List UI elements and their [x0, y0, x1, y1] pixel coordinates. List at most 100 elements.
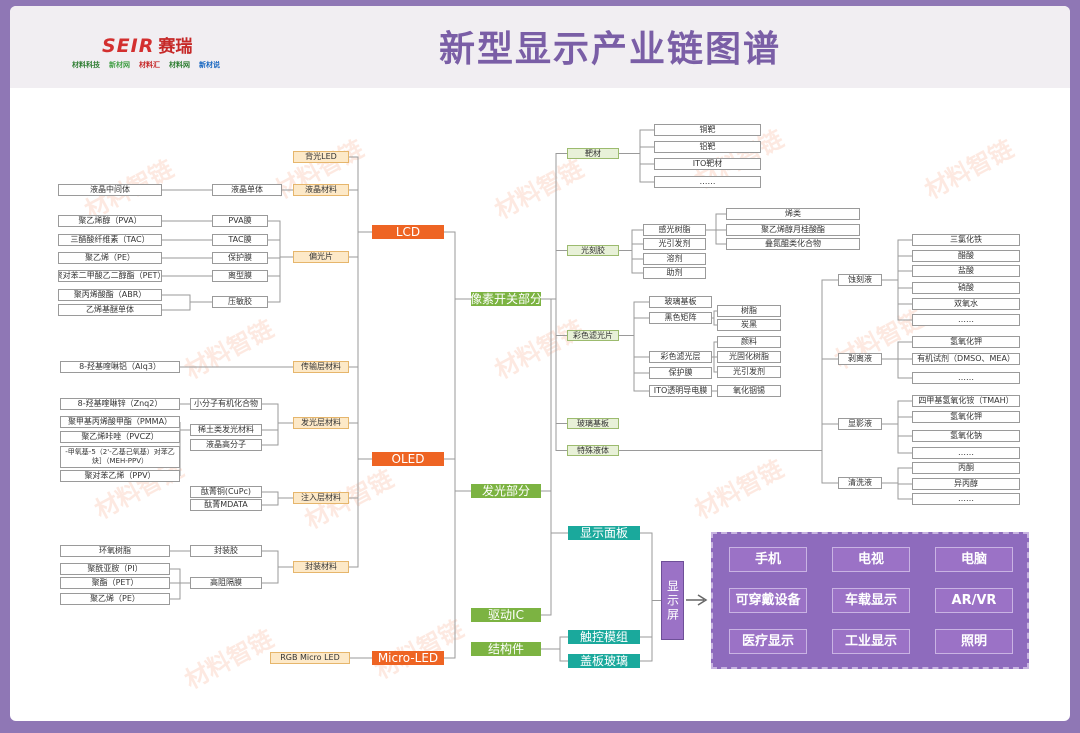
node-rj: 溶剂 — [643, 253, 706, 265]
node-qyhj1: 氢氧化钾 — [912, 336, 1020, 348]
node-mehppv: -甲氧基-5（2'-乙基己氧基）对苯乙炔］（MEH-PPV） — [60, 446, 180, 468]
header-bar — [10, 6, 1070, 88]
node-lb: 铝靶 — [654, 141, 761, 153]
node-tb: 铜靶 — [654, 124, 761, 136]
connector-99 — [541, 636, 568, 650]
node-yxjm: 乙烯基醚单体 — [58, 304, 162, 316]
node-lcd: LCD — [372, 225, 444, 239]
node-bhm2: 保护膜 — [649, 367, 712, 379]
connector-37 — [262, 566, 293, 584]
connector-18 — [179, 422, 190, 431]
page-title: 新型显示产业链图谱 — [438, 29, 781, 70]
node-yjsj: 有机试剂（DMSO、MEA） — [912, 353, 1020, 365]
node-xsmb: 显示面板 — [568, 526, 640, 540]
node-abr: 聚丙烯酸酯（ABR） — [58, 289, 162, 301]
connector-46 — [471, 298, 619, 424]
node-pvcz: 聚乙烯咔唑（PVCZ） — [60, 431, 180, 443]
node-tmah: 四甲基氢氧化铵（TMAH） — [912, 395, 1020, 407]
node-cslgp: 彩色滤光片 — [567, 330, 619, 341]
brand-logo-text: SEIR — [102, 35, 155, 57]
connector-57 — [619, 153, 654, 183]
connector-15 — [349, 231, 372, 258]
connector-33 — [170, 568, 190, 584]
node-gzgm: 高阻隔膜 — [190, 577, 262, 589]
node-bt: 丙酮 — [912, 462, 1020, 474]
node-fzj: 封装胶 — [190, 545, 262, 557]
connector-21 — [179, 429, 190, 476]
connector-84 — [882, 279, 912, 305]
node-ddl: 叠氮醌类化合物 — [726, 238, 860, 250]
node-pva_m: PVA膜 — [212, 215, 268, 227]
connector-58 — [619, 229, 643, 251]
connector-93 — [882, 467, 912, 484]
node-skj: 蚀刻液 — [838, 274, 882, 286]
connector-9 — [268, 239, 293, 258]
connector-96 — [541, 298, 568, 534]
node-yhxx: 氧化铟锡 — [717, 385, 781, 397]
connector-27 — [349, 366, 372, 460]
connector-25 — [262, 491, 293, 499]
node-qxy_more: …… — [912, 493, 1020, 505]
connector-7 — [162, 301, 212, 311]
connector-55 — [619, 146, 654, 154]
node-tsyt: 特殊液体 — [567, 445, 619, 456]
node-ppv: 聚对苯乙烯（PPV） — [60, 470, 180, 482]
connector-39 — [444, 231, 471, 492]
node-tac_m: TAC膜 — [212, 234, 268, 246]
connector-22 — [262, 403, 293, 424]
connector-102 — [640, 600, 661, 638]
node-pet2: 聚酯（PET） — [60, 577, 170, 589]
node-xfz: 小分子有机化合物 — [190, 398, 262, 410]
node-blj: 玻璃基板 — [649, 296, 712, 308]
node-bc_more: …… — [654, 176, 761, 188]
node-ggh: 光固化树脂 — [717, 351, 781, 363]
connector-42 — [444, 231, 471, 300]
connector-79 — [619, 450, 838, 484]
node-alq3: 8-羟基喹啉铝（Alq3） — [60, 361, 180, 373]
connector-20 — [179, 429, 190, 457]
connector-14 — [349, 189, 372, 233]
connector-66 — [619, 317, 649, 336]
node-xsp: 显示屏 — [661, 561, 684, 640]
connector-64 — [706, 229, 726, 245]
connector-12 — [268, 256, 293, 303]
connector-88 — [882, 358, 912, 379]
node-sz: 树脂 — [717, 305, 781, 317]
node-pet1: 聚对苯二甲酸乙二醇酯（PET） — [58, 270, 162, 282]
node-csccl: 传输层材料 — [293, 361, 349, 373]
node-skj_more: …… — [912, 314, 1020, 326]
node-blj_more: …… — [912, 372, 1020, 384]
node-gbbl: 盖板玻璃 — [568, 654, 640, 668]
connector-40 — [444, 458, 471, 492]
connector-71 — [712, 317, 717, 326]
node-ybc: 异丙醇 — [912, 478, 1020, 490]
node-tac: 三醋酸纤维素（TAC） — [58, 234, 162, 246]
node-qyhj2: 氢氧化钾 — [912, 411, 1020, 423]
partner-logo: 新材说 — [199, 61, 220, 69]
connector-98 — [541, 533, 552, 616]
node-bljb: 玻璃基板 — [567, 418, 619, 429]
node-yjcl: 液晶材料 — [293, 184, 349, 196]
node-pva: 聚乙烯醇（PVA） — [58, 215, 162, 227]
connector-6 — [162, 294, 212, 303]
connector-54 — [619, 129, 654, 154]
application-item: 电脑 — [935, 547, 1013, 572]
node-itob: ITO靶材 — [654, 158, 761, 170]
node-znq2: 8-羟基喹啉锌（Znq2） — [60, 398, 180, 410]
connector-19 — [179, 429, 190, 437]
application-item: 电视 — [832, 547, 910, 572]
partner-logos: 材料科技新材网材料汇材料网新材说 — [72, 60, 220, 70]
node-gyfj: 光引发剂 — [643, 238, 706, 250]
node-zrccl: 注入层材料 — [293, 492, 349, 504]
node-microled: Micro-LED — [372, 651, 444, 665]
node-syhs: 双氧水 — [912, 298, 1020, 310]
node-xl: 烯类 — [726, 208, 860, 220]
node-yl: 颜料 — [717, 336, 781, 348]
connector-62 — [706, 213, 726, 231]
application-item: 工业显示 — [832, 629, 910, 654]
connector-91 — [882, 423, 912, 437]
connector-36 — [262, 550, 293, 568]
node-fzcl: 封装材料 — [293, 561, 349, 573]
connector-100 — [559, 649, 568, 662]
